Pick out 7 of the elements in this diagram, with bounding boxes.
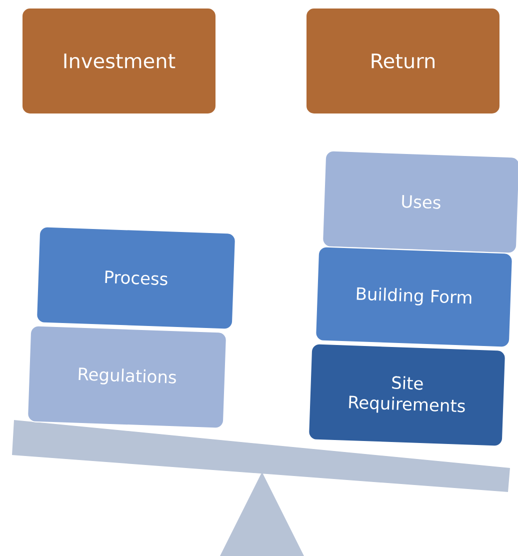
block-box: Regulations [27,325,227,429]
block-box: Building Form [315,246,513,348]
block-box: Site Requirements [308,343,506,447]
category-box: Return [306,8,500,114]
block-box: Uses [322,150,518,254]
block-box: Process [36,226,236,330]
category-box: Investment [22,8,216,114]
